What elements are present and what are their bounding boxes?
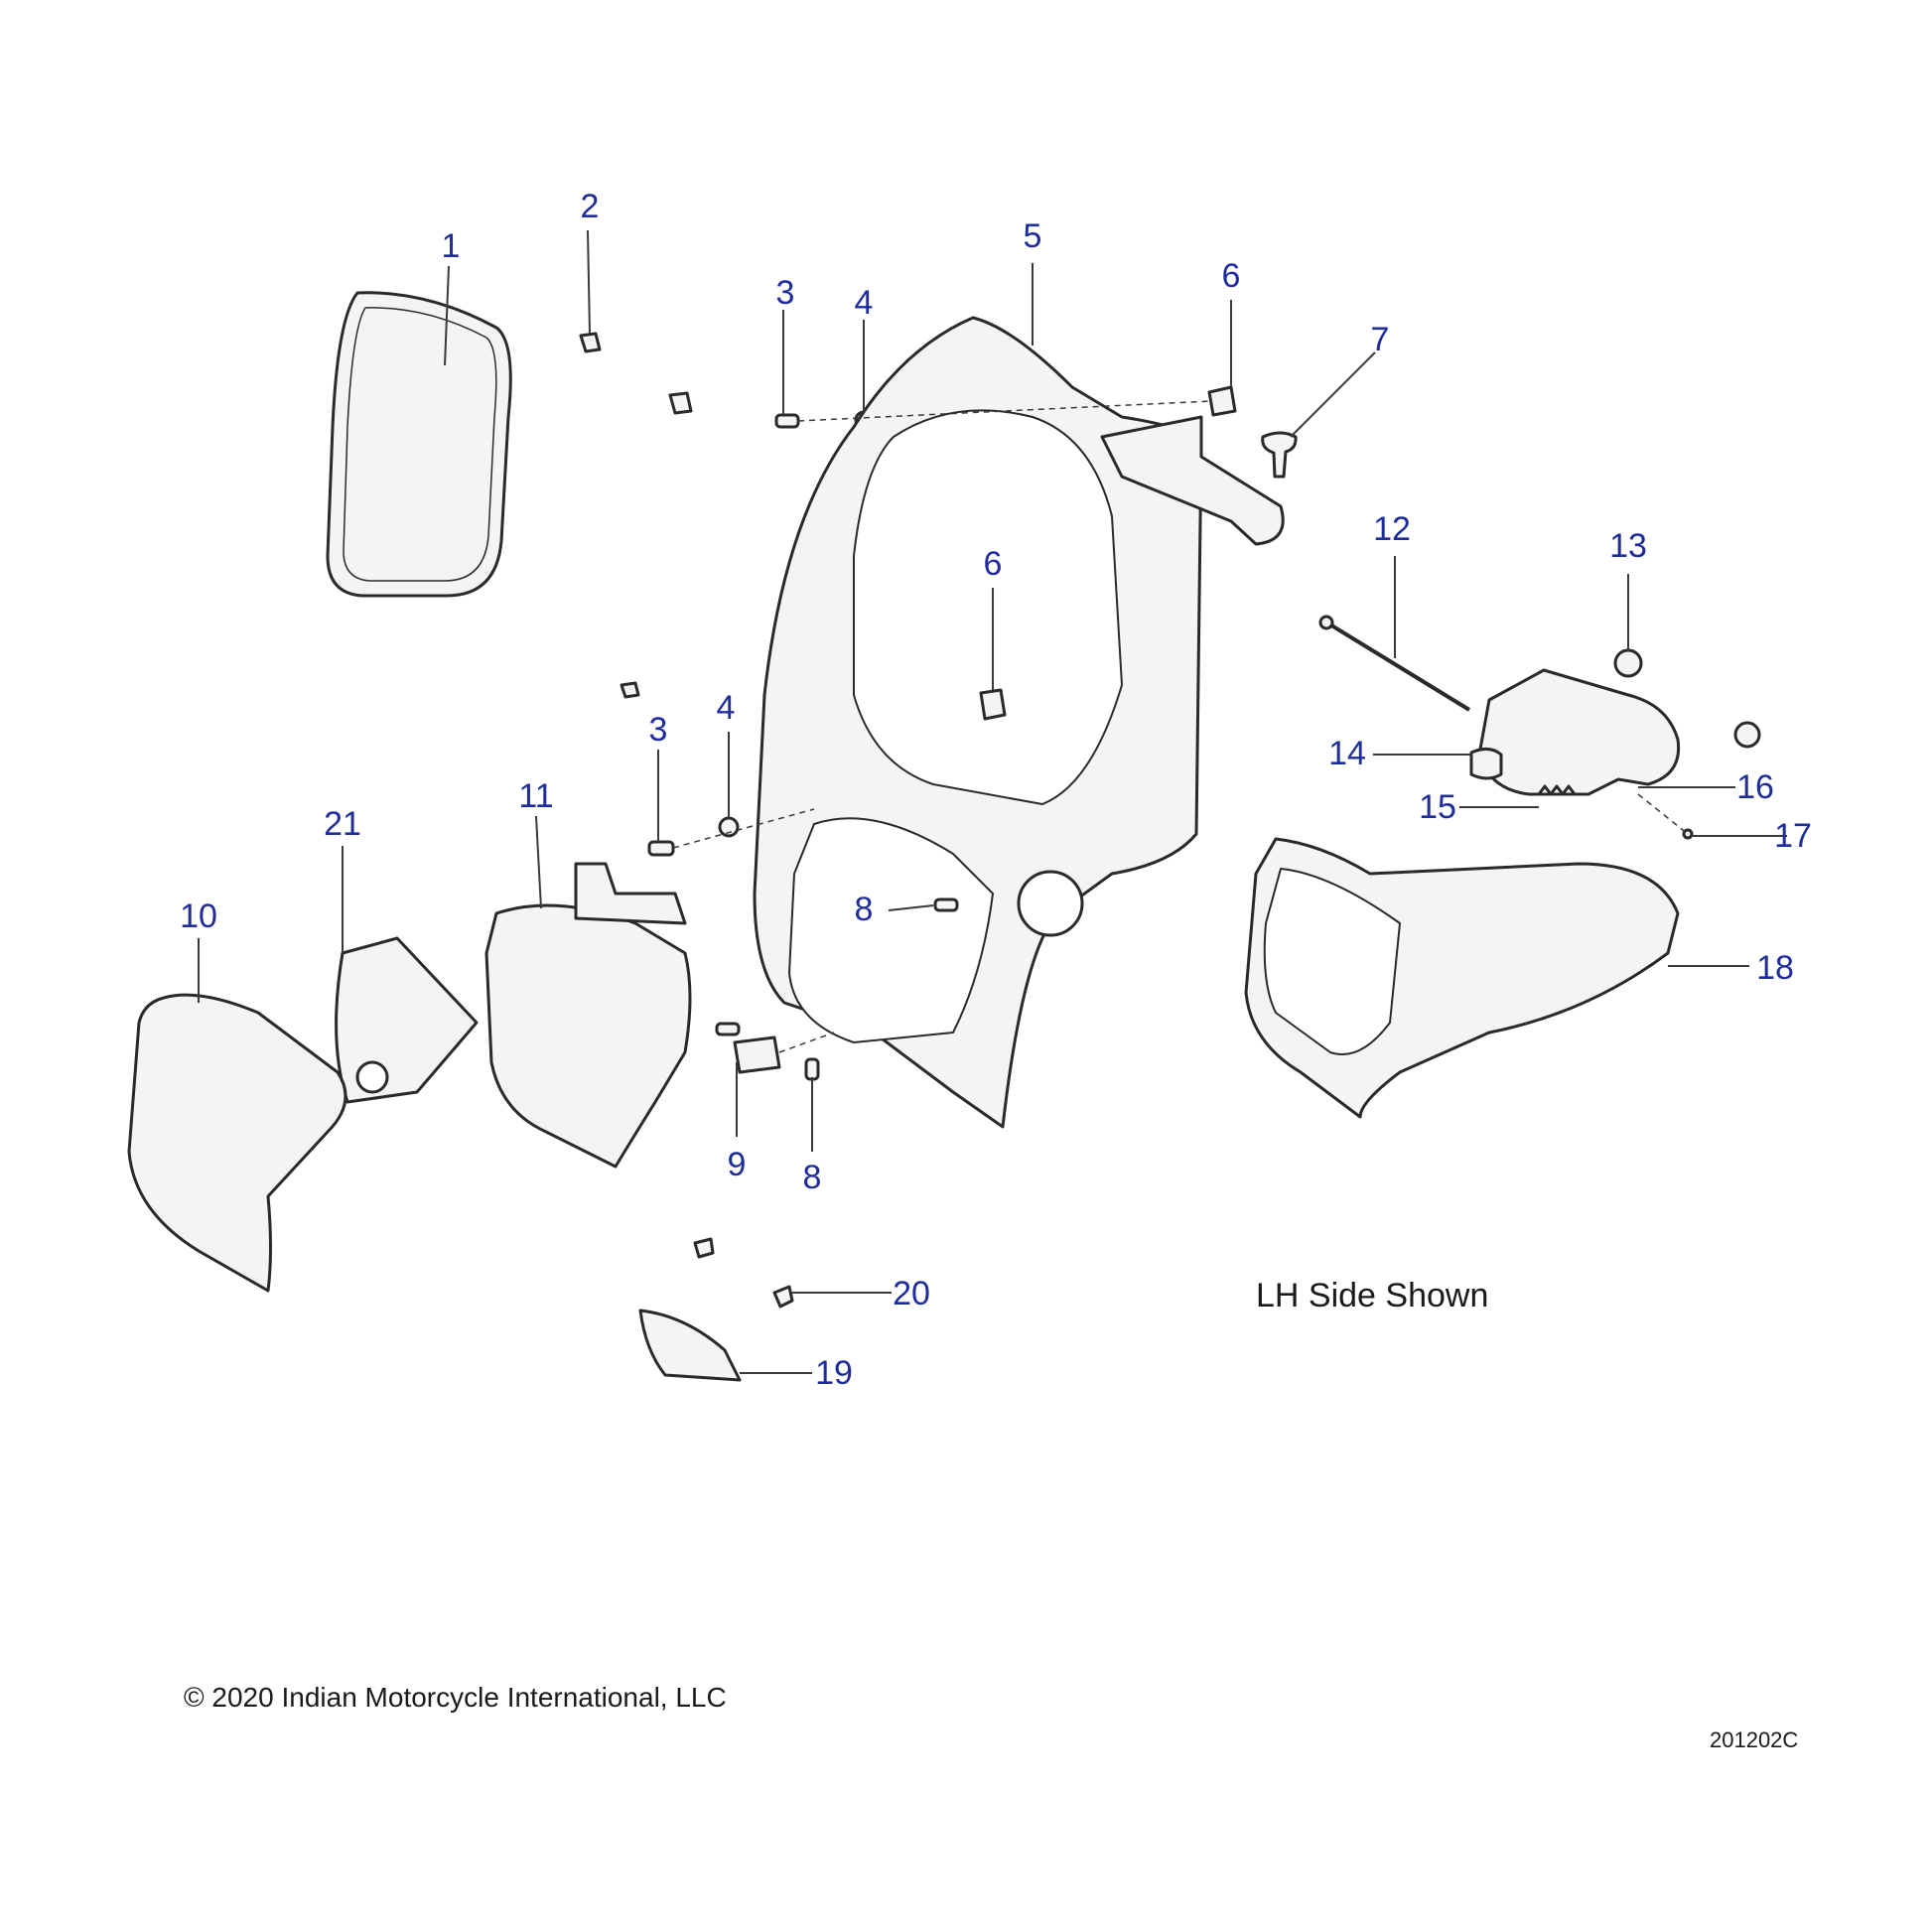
- callout-16: 16: [1736, 768, 1774, 806]
- callout-10: 10: [180, 897, 217, 935]
- part-21-hole: [355, 1060, 389, 1094]
- part-13-nut-lower: [1733, 721, 1761, 749]
- callout-12: 12: [1373, 510, 1411, 548]
- part-13-nut-upper: [1613, 648, 1643, 678]
- part-19-trim: [638, 1309, 742, 1382]
- assembly-path-upper: [797, 400, 1212, 422]
- part-6-nut-upper: [1207, 385, 1237, 417]
- part-2-clip: [579, 332, 602, 353]
- callout-6-upper: 6: [1221, 257, 1241, 295]
- part-20-clip-b: [693, 1237, 715, 1259]
- part-1-panel: [326, 291, 512, 598]
- callout-8-lower: 8: [802, 1159, 822, 1196]
- part-9-switch: [733, 1035, 781, 1074]
- callout-19: 19: [815, 1354, 853, 1392]
- callout-4-lower: 4: [716, 689, 736, 727]
- copyright-notice: © 2020 Indian Motorcycle International, …: [184, 1682, 727, 1713]
- side-shown-note: LH Side Shown: [1256, 1277, 1489, 1314]
- callout-5: 5: [1023, 217, 1042, 255]
- assembly-path-lower: [672, 808, 815, 849]
- part-12-rod-head: [1318, 615, 1334, 630]
- part-14-bushing: [1469, 748, 1503, 780]
- callout-3-upper: 3: [775, 274, 795, 312]
- callout-14: 14: [1328, 735, 1366, 772]
- part-3-screw-upper: [774, 413, 800, 429]
- callout-11: 11: [518, 777, 554, 815]
- assembly-path-pin: [1637, 793, 1689, 835]
- part-5-upper-opening: [853, 409, 1123, 805]
- callout-17: 17: [1774, 817, 1812, 855]
- part-10-cover: [127, 993, 347, 1293]
- part-6-nut-lower: [979, 688, 1007, 721]
- callout-18: 18: [1756, 949, 1794, 987]
- drawing-code: 201202C: [1710, 1727, 1799, 1752]
- part-11-tabs: [574, 862, 687, 925]
- callout-7: 7: [1370, 321, 1390, 358]
- leader-2: [587, 229, 591, 335]
- part-17-pin: [1682, 828, 1694, 840]
- callout-1: 1: [441, 227, 461, 265]
- part-5-bracket-arm: [1100, 415, 1285, 546]
- callout-21: 21: [324, 805, 361, 843]
- part-8-screw-lower: [804, 1057, 820, 1081]
- part-20-clip: [772, 1285, 794, 1309]
- part-3-screw-lower: [647, 840, 675, 857]
- part-16-latch-bracket: [1477, 668, 1681, 796]
- part-5-round-hole: [1017, 870, 1084, 937]
- callout-9: 9: [727, 1146, 747, 1183]
- assembly-path-switch: [778, 1032, 835, 1053]
- callout-8-upper: 8: [854, 891, 874, 928]
- callout-2: 2: [580, 188, 600, 225]
- callout-20: 20: [893, 1275, 930, 1312]
- part-18-opening: [1263, 868, 1401, 1055]
- part-8-screw-upper: [933, 897, 959, 912]
- part-7-bolt: [1261, 431, 1298, 479]
- part-1-inner: [343, 307, 497, 582]
- callout-13: 13: [1609, 527, 1647, 565]
- leader-11: [535, 815, 542, 909]
- part-12-rod: [1326, 621, 1471, 712]
- part-8-screw-mid: [715, 1022, 741, 1036]
- part-2-clip-b: [668, 391, 693, 415]
- leader-7: [1290, 351, 1376, 438]
- callout-3-lower: 3: [648, 711, 668, 749]
- part-15-spring: [1537, 784, 1577, 796]
- callout-15: 15: [1419, 788, 1456, 826]
- leader-1: [444, 265, 450, 366]
- part-11-lower-housing: [484, 903, 692, 1169]
- part-2-clip-c: [620, 681, 640, 699]
- callout-4-upper: 4: [854, 284, 874, 322]
- leader-8a: [888, 904, 934, 911]
- part-5-lower-opening: [788, 817, 994, 1043]
- callout-6-lower: 6: [983, 545, 1003, 583]
